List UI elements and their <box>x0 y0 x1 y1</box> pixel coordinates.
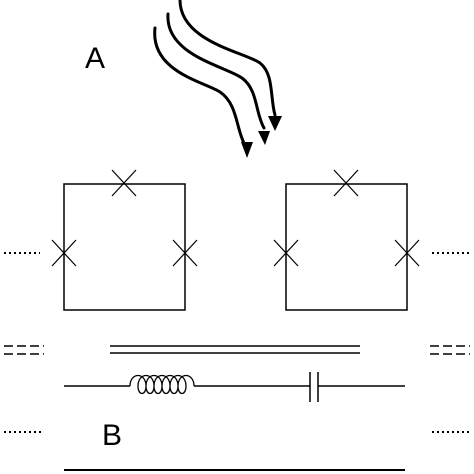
continuation-dashes <box>4 345 470 355</box>
inductor-coil <box>129 374 195 395</box>
lc-circuit <box>64 372 405 402</box>
transmission-line <box>110 345 360 354</box>
panel-label-a: A <box>85 42 105 75</box>
incident-wave-arrows <box>153 0 277 147</box>
loop-left <box>51 169 198 311</box>
wave-arrow-1 <box>153 26 247 147</box>
loop-left-outline <box>63 183 186 311</box>
wave-arrow-3 <box>178 0 277 117</box>
panel-label-b: B <box>102 419 122 452</box>
arrowhead-2 <box>258 131 270 145</box>
junction-left-left <box>51 239 77 267</box>
loop-right <box>273 169 420 311</box>
arrowhead-1 <box>241 142 253 158</box>
loop-right-outline <box>285 183 408 311</box>
junction-right-top <box>333 169 359 197</box>
junction-left-top <box>111 169 137 197</box>
wave-arrow-2 <box>166 12 266 130</box>
junction-left-right <box>172 239 198 267</box>
junction-right-right <box>394 239 420 267</box>
arrowhead-3 <box>268 116 282 131</box>
junction-right-left <box>273 239 299 267</box>
arrowheads <box>241 116 282 158</box>
